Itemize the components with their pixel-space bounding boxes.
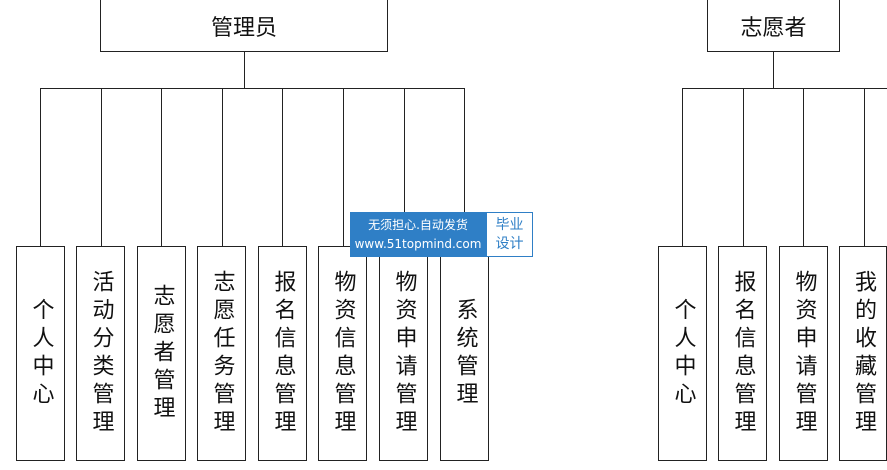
node-label: 活动分类管理 [88, 269, 114, 438]
watermark-tag-line2: 设计 [495, 235, 524, 252]
node-label: 个人中心 [670, 297, 696, 410]
node-label: 物资信息管理 [330, 269, 356, 438]
admin-node-volunteer-management: 志愿者管理 [137, 246, 186, 461]
volunteer-branch-line [743, 88, 744, 246]
admin-branch-line [40, 88, 41, 246]
watermark-tag-line1: 毕业 [495, 217, 524, 234]
watermark-tag: 毕业 设计 [486, 212, 533, 257]
volunteer-node-personal-center: 个人中心 [658, 246, 707, 461]
node-label: 报名信息管理 [270, 269, 296, 438]
node-label: 志愿任务管理 [209, 269, 235, 438]
admin-node-activity-category: 活动分类管理 [76, 246, 125, 461]
admin-branch-line [101, 88, 102, 246]
watermark-url: www.51topmind.com [354, 236, 482, 251]
volunteer-branch-line [864, 88, 865, 246]
admin-node-personal-center: 个人中心 [16, 246, 65, 461]
node-label: 我的收藏管理 [851, 269, 876, 438]
volunteer-node-material-application: 物资申请管理 [779, 246, 828, 461]
watermark-main: 无须担心.自动发货 www.51topmind.com [350, 212, 486, 257]
admin-node-material-application: 物资申请管理 [379, 246, 428, 461]
admin-branch-line [464, 88, 465, 246]
admin-branch-line [343, 88, 344, 246]
node-label: 物资申请管理 [791, 269, 817, 438]
admin-root-node: 管理员 [100, 0, 388, 52]
node-label: 系统管理 [452, 297, 478, 410]
volunteer-root-node: 志愿者 [707, 0, 840, 52]
admin-branch-line [161, 88, 162, 246]
volunteer-root-label: 志愿者 [740, 16, 807, 41]
volunteer-node-my-favorites: 我的收藏管理 [839, 246, 887, 461]
volunteer-root-connector [773, 52, 774, 88]
admin-branch-line [282, 88, 283, 246]
admin-node-volunteer-task: 志愿任务管理 [197, 246, 246, 461]
admin-node-material-info: 物资信息管理 [318, 246, 367, 461]
admin-node-registration-info: 报名信息管理 [258, 246, 307, 461]
watermark-slogan: 无须担心.自动发货 [368, 217, 468, 232]
node-label: 个人中心 [28, 297, 54, 410]
admin-node-system-management: 系统管理 [440, 246, 489, 461]
volunteer-branch-line [682, 88, 683, 246]
admin-branch-line [404, 88, 405, 246]
volunteer-branch-line [803, 88, 804, 246]
admin-root-label: 管理员 [210, 16, 277, 41]
volunteer-bus-line [682, 88, 887, 89]
admin-branch-line [222, 88, 223, 246]
watermark-badge: 无须担心.自动发货 www.51topmind.com 毕业 设计 [350, 212, 533, 257]
admin-bus-line [40, 88, 464, 89]
node-label: 报名信息管理 [730, 269, 756, 438]
admin-root-connector [244, 52, 245, 88]
node-label: 志愿者管理 [149, 283, 175, 424]
node-label: 物资申请管理 [391, 269, 417, 438]
volunteer-node-registration-info: 报名信息管理 [718, 246, 767, 461]
